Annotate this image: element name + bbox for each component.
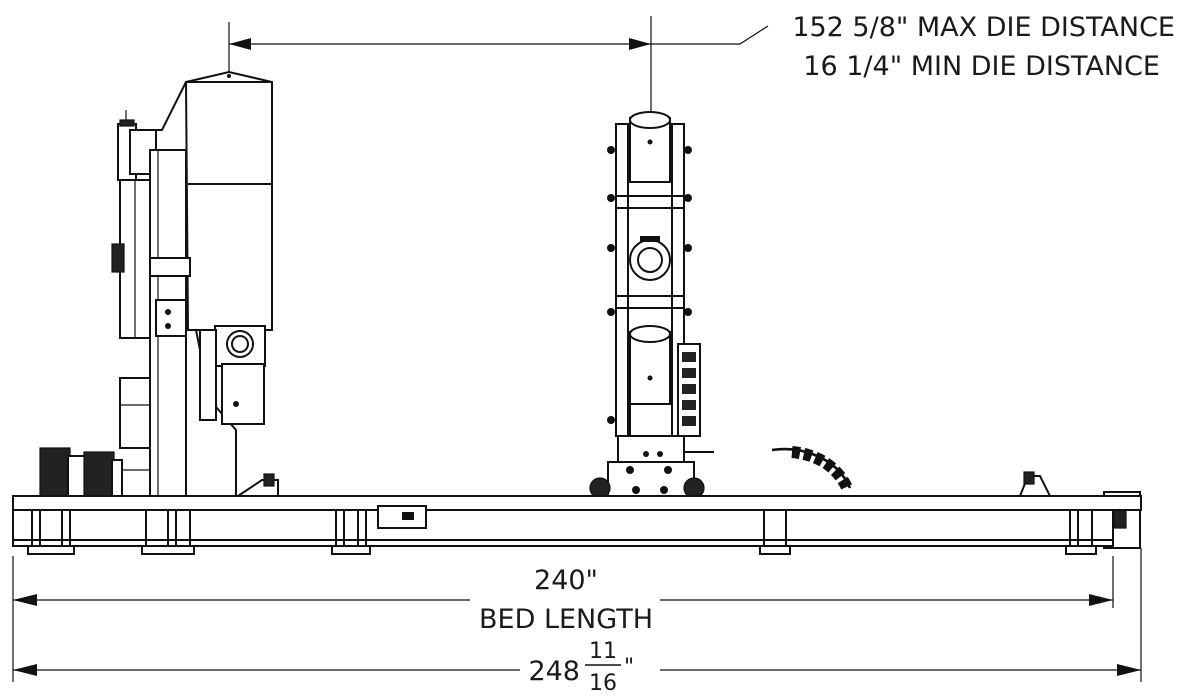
overall-length-unit: " (624, 655, 634, 680)
fixed-head-assembly (39, 70, 279, 497)
die-distance-arrow-right (629, 38, 651, 50)
bed-frame (12, 495, 1142, 555)
bed-length-value: 240" (534, 565, 598, 596)
overall-length-numerator: 11 (589, 639, 617, 664)
die-distance-dimension: 152 5/8" MAX DIE DISTANCE 16 1/4" MIN DI… (228, 12, 1175, 118)
die-distance-min-label: 16 1/4" MIN DIE DISTANCE (803, 51, 1160, 82)
overall-length-denominator: 16 (589, 671, 617, 696)
die-distance-arrow-left (229, 38, 251, 50)
bed-top-rail (12, 495, 1142, 511)
overall-length-whole: 248 (528, 656, 580, 687)
fixed-head-housing (184, 70, 273, 331)
moving-head-assembly (589, 111, 714, 521)
bed-length-label: BED LENGTH (479, 604, 653, 635)
bed-length-dimension: 240" BED LENGTH (12, 548, 1142, 682)
die-distance-leader (651, 25, 769, 45)
overall-length-dimension: 248 11 16 " (13, 639, 1141, 696)
die-distance-max-label: 152 5/8" MAX DIE DISTANCE (792, 12, 1175, 43)
